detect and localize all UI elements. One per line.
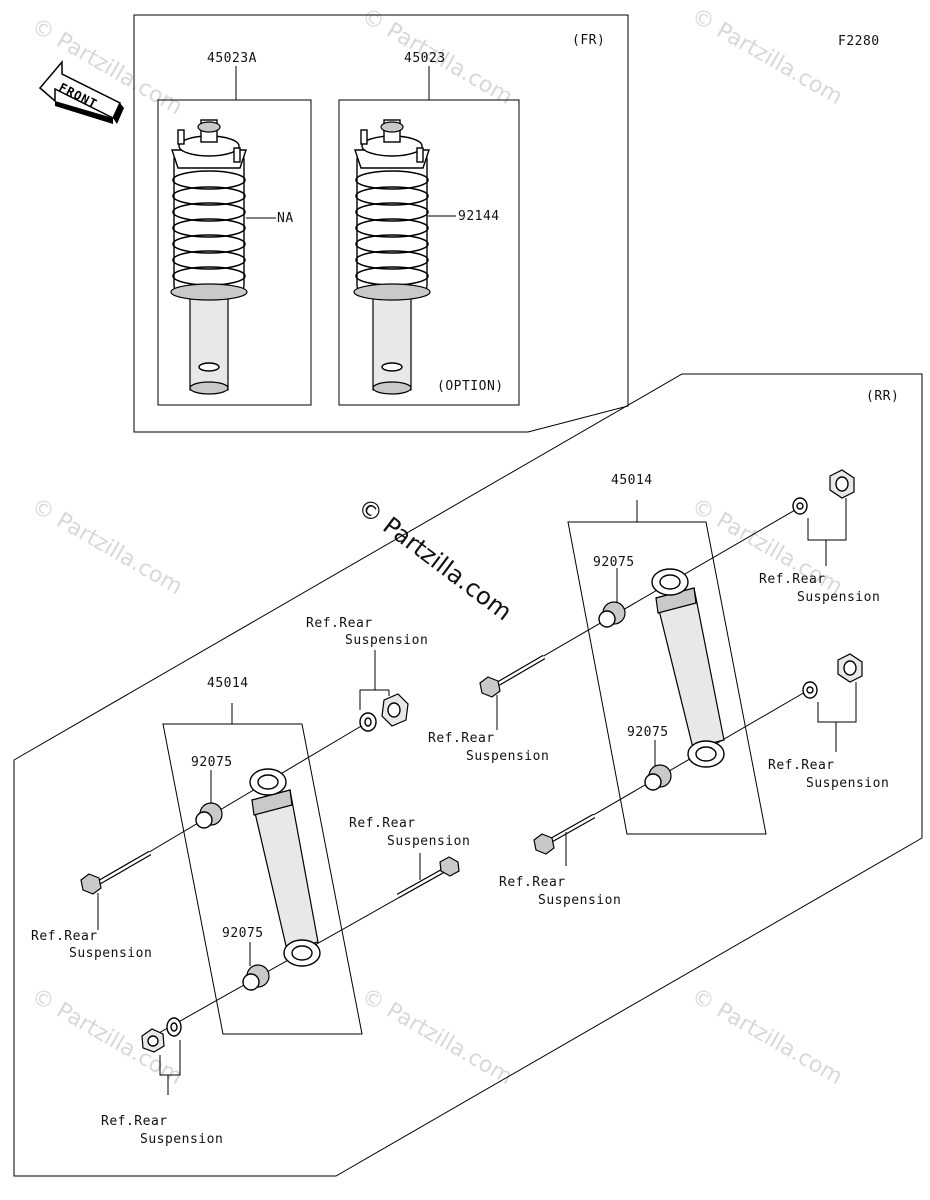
part-label-92144: 92144 bbox=[458, 209, 500, 224]
washer-upper-left bbox=[359, 712, 377, 732]
washer-upper-right bbox=[792, 497, 808, 515]
ref-label-2: Suspension bbox=[466, 749, 549, 764]
ref-label-2: Suspension bbox=[69, 946, 152, 961]
watermark: © Partzilla.com bbox=[687, 4, 847, 111]
ref-label-1: Ref.Rear bbox=[101, 1114, 168, 1129]
bolt-upper-left bbox=[80, 850, 152, 895]
center-watermark: © Partzilla.com bbox=[352, 492, 517, 626]
front-shock-right bbox=[353, 119, 431, 395]
ref-label-1: Ref.Rear bbox=[428, 731, 495, 746]
part-label-92075-lower-left: 92075 bbox=[222, 926, 264, 941]
ref-label-2: Suspension bbox=[140, 1132, 223, 1147]
part-number-45023A: 45023A bbox=[207, 51, 257, 66]
nut-lower-right bbox=[837, 653, 863, 683]
bush-upper-left bbox=[195, 802, 223, 829]
rear-right-shock bbox=[651, 568, 725, 768]
nut-upper-left bbox=[381, 693, 409, 727]
nut-lower-left bbox=[141, 1028, 165, 1053]
part-number-45014-right: 45014 bbox=[611, 473, 653, 488]
bolt-upper-right bbox=[479, 654, 546, 698]
ref-label-1: Ref.Rear bbox=[31, 929, 98, 944]
bush-lower-left bbox=[242, 964, 270, 991]
ref-label-2: Suspension bbox=[538, 893, 621, 908]
ref-label-1: Ref.Rear bbox=[349, 816, 416, 831]
bush-upper-right bbox=[598, 601, 626, 628]
rear-section-tag: (RR) bbox=[866, 389, 899, 404]
ref-label-2: Suspension bbox=[387, 834, 470, 849]
watermark: © Partzilla.com bbox=[357, 984, 517, 1091]
rear-right-group: 45014 92075 bbox=[428, 469, 889, 908]
nut-upper-right bbox=[829, 469, 855, 499]
option-note: (OPTION) bbox=[437, 379, 504, 394]
watermark: © Partzilla.com bbox=[27, 494, 187, 601]
front-section: (FR) 45023A 45023 (OPTION) bbox=[133, 14, 629, 433]
ref-label-2: Suspension bbox=[345, 633, 428, 648]
rear-left-group: 45014 92075 bbox=[31, 616, 470, 1147]
bolt-lower-right bbox=[533, 813, 596, 855]
washer-lower-left bbox=[166, 1017, 182, 1037]
part-label-92075-upper-left: 92075 bbox=[191, 755, 233, 770]
washer-lower-right bbox=[802, 681, 818, 699]
ref-label-1: Ref.Rear bbox=[306, 616, 373, 631]
ref-label-1: Ref.Rear bbox=[759, 572, 826, 587]
ref-label-2: Suspension bbox=[806, 776, 889, 791]
ref-label-2: Suspension bbox=[797, 590, 880, 605]
part-number-45023: 45023 bbox=[404, 51, 446, 66]
bolt-lower-left-right-side bbox=[396, 856, 460, 899]
ref-label-1: Ref.Rear bbox=[768, 758, 835, 773]
part-label-na: NA bbox=[277, 211, 294, 226]
part-label-92075-lower-right: 92075 bbox=[627, 725, 669, 740]
part-number-45014-left: 45014 bbox=[207, 676, 249, 691]
bush-lower-right bbox=[644, 764, 672, 791]
watermark: © Partzilla.com bbox=[687, 984, 847, 1091]
ref-label-1: Ref.Rear bbox=[499, 875, 566, 890]
front-section-tag: (FR) bbox=[572, 33, 605, 48]
figure-code: F2280 bbox=[838, 34, 880, 49]
rear-left-shock bbox=[249, 768, 321, 967]
part-label-92075-upper-right: 92075 bbox=[593, 555, 635, 570]
front-shock-left bbox=[170, 119, 248, 395]
